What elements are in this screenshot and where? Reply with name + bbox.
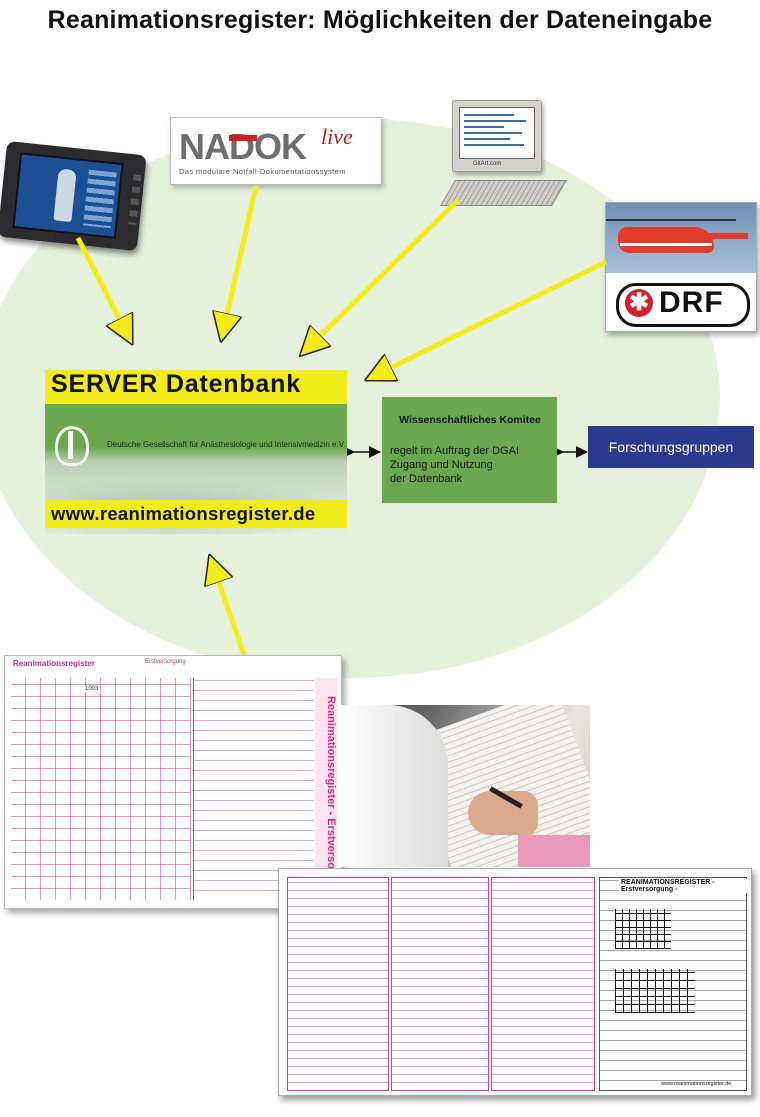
form1-number: 1003 — [83, 686, 101, 692]
server-organization: Deutsche Gesellschaft für Anästhesiologi… — [107, 440, 346, 449]
monitor-screen — [459, 107, 535, 159]
dgai-logo-icon — [55, 426, 89, 466]
server-url: www.reanimationsregister.de — [51, 503, 316, 524]
committee-text: regelt im Auftrag der DGAI Zugang und Nu… — [390, 445, 519, 485]
nadok-logo-main: NADOK — [179, 126, 307, 167]
form1-grid-2 — [193, 678, 314, 900]
server-title-band: SERVER Datenbank — [45, 370, 347, 404]
desktop-computer-icon: GitArt.com — [440, 100, 568, 208]
nadok-logo-accent — [229, 135, 257, 141]
server-url-band: www.reanimationsregister.de — [45, 500, 347, 528]
arrow-forms — [214, 568, 247, 656]
nadok-logo: NADOK live Das modulare Notfall-Dokument… — [170, 117, 382, 185]
photo-sleeve — [338, 705, 448, 867]
drf-badge: ✱ DRF — [616, 283, 750, 327]
page-title: Reanimationsregister: Möglichkeiten der … — [47, 6, 713, 34]
paper-form-2: REANIMATIONSREGISTER - Erstversorgung - … — [278, 868, 752, 1096]
arrow-drf — [378, 259, 608, 374]
computer-brand: GitArt.com — [473, 161, 502, 167]
form2-boxes-2 — [615, 969, 695, 1013]
form1-side — [315, 678, 337, 900]
form1-grid — [11, 678, 191, 900]
server-body — [45, 404, 347, 534]
server-title: SERVER Datenbank — [51, 370, 301, 398]
form2-title: REANIMATIONSREGISTER - Erstversorgung - — [619, 879, 751, 893]
handwriting-photo — [338, 705, 590, 867]
helicopter-stripe — [620, 243, 712, 246]
star-of-life-icon: ✱ — [625, 289, 653, 317]
nadok-logo-suffix: live — [321, 124, 353, 149]
arrow-nadok — [224, 185, 259, 328]
form2-footer: www.reanimationsregister.de — [659, 1081, 734, 1087]
paper-form-1: Reanimationsregister Erstversorgung 1003… — [4, 655, 342, 909]
helicopter-icon — [618, 227, 714, 253]
nadok-tagline: Das modulare Notfall-Dokumentationssyste… — [179, 167, 346, 176]
monitor: GitArt.com — [452, 100, 542, 172]
form1-header: Reanimationsregister — [13, 659, 95, 668]
helicopter-tail — [706, 233, 748, 239]
form2-column-1 — [287, 877, 389, 1091]
form2-column-3 — [491, 877, 595, 1091]
photo-clipboard — [518, 835, 590, 867]
input-arrows — [75, 185, 608, 656]
form1-vertical-title: Reanimationsregister - Erstversorgung - — [325, 696, 337, 907]
rotor — [606, 219, 736, 221]
arrow-computer — [310, 198, 460, 346]
form1-header-right: Erstversorgung — [145, 659, 186, 665]
research-groups-box: Forschungsgruppen — [588, 426, 754, 468]
committee-box: Wissenschaftliches Komitee regelt im Auf… — [382, 397, 557, 503]
form2-column-2 — [391, 877, 489, 1091]
form2-boxes — [615, 909, 671, 949]
committee-heading: Wissenschaftliches Komitee — [399, 414, 541, 426]
drf-logo: ✱ DRF — [605, 202, 757, 332]
server-database: SERVER Datenbank Deutsche Gesellschaft f… — [45, 370, 347, 534]
drf-logo-text: DRF — [659, 286, 724, 319]
arrow-tablet — [75, 236, 126, 332]
